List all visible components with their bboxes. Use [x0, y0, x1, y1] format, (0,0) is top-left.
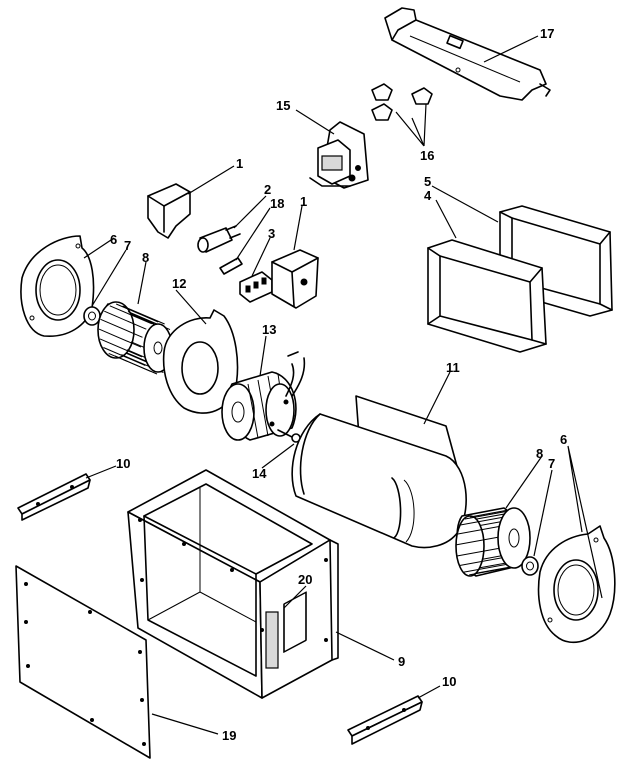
part-17-bracket	[384, 7, 551, 101]
part-9-cabinet	[127, 469, 339, 699]
callout-6-left: 6	[110, 232, 117, 247]
callout-1-lower: 1	[300, 194, 307, 209]
callout-14: 14	[252, 466, 267, 481]
callout-3: 3	[268, 226, 275, 241]
callout-18: 18	[270, 196, 284, 211]
callout-20: 20	[298, 572, 312, 587]
part-11-scroll-housing	[291, 395, 467, 549]
blower-blade	[100, 318, 143, 338]
callout-9: 9	[398, 654, 405, 669]
blower-blade	[99, 338, 143, 358]
part-7-right-nut	[521, 556, 539, 576]
blower-blade	[460, 516, 505, 526]
blower-blade	[456, 547, 501, 557]
callout-13: 13	[262, 322, 276, 337]
callout-10-left: 10	[116, 456, 130, 471]
blower-blade	[98, 328, 142, 348]
part-6-right-housing-plate	[537, 525, 616, 644]
part-15-switch	[309, 121, 369, 189]
part-13-motor	[221, 351, 306, 441]
callout-16: 16	[420, 148, 434, 163]
part-8-right-blower-wheel	[455, 507, 531, 577]
part-4-duct	[427, 239, 547, 353]
part-16-clips	[371, 83, 433, 121]
part-18-clip	[219, 257, 243, 275]
blower-blade	[116, 303, 159, 323]
part-6-left-housing-plate	[20, 235, 95, 337]
blower-blade	[463, 563, 508, 573]
blower-blade	[469, 566, 514, 576]
part-7-left-nut	[83, 306, 101, 326]
callout-8-left: 8	[142, 250, 149, 265]
callout-5: 5	[424, 174, 431, 189]
part-10-left-strip	[17, 473, 91, 521]
part-10-right-strip	[347, 695, 423, 745]
callout-7-right: 7	[548, 456, 555, 471]
callout-11: 11	[446, 360, 460, 375]
callout-8-right: 8	[536, 446, 543, 461]
part-8-left-blower-wheel	[97, 301, 174, 375]
blower-blade	[109, 305, 152, 325]
blower-blade	[103, 347, 146, 366]
part-2-capacitor	[197, 225, 241, 253]
callout-19: 19	[222, 728, 236, 743]
part-3-terminal-block	[239, 271, 273, 303]
part-1-lower-control-box	[271, 249, 319, 309]
callout-10-right: 10	[442, 674, 456, 689]
part-1-upper-bracket	[147, 183, 191, 239]
part-19-cover-panel	[15, 565, 151, 759]
callout-12: 12	[172, 276, 186, 291]
callout-4: 4	[424, 188, 432, 203]
callout-17: 17	[540, 26, 554, 41]
blower-blade	[455, 536, 501, 546]
blower-blade	[459, 557, 504, 566]
blower-blade	[457, 525, 502, 535]
callout-15: 15	[276, 98, 290, 113]
callout-2: 2	[264, 182, 271, 197]
callout-7-left: 7	[124, 238, 131, 253]
blower-blade	[464, 510, 509, 520]
callout-6-right: 6	[560, 432, 567, 447]
leader-lines	[83, 35, 603, 735]
callout-1-upper: 1	[236, 156, 243, 171]
blower-blade	[104, 310, 147, 330]
callout-labels: 17 15 16 1 2 18 3 1 5 4 6 7 8 12 13 14 1…	[110, 26, 567, 743]
blower-blade	[122, 305, 165, 325]
blower-blade	[108, 352, 151, 372]
